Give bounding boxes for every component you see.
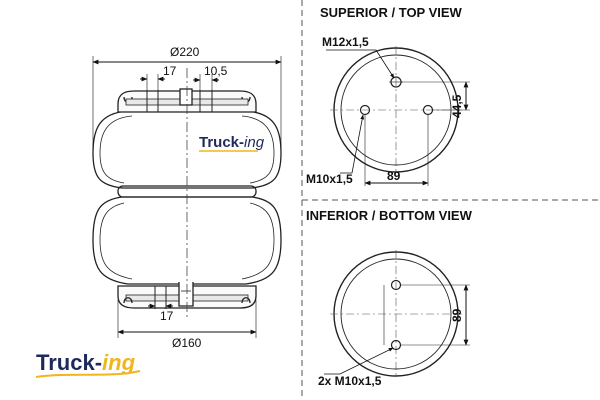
bottom-thread-label: 2x M10x1,5 bbox=[318, 374, 382, 388]
dia-top-label: Ø220 bbox=[170, 45, 200, 59]
dimension-17-bottom: 17 bbox=[148, 303, 174, 323]
lower-bellow bbox=[92, 196, 282, 285]
air-spring-side-view bbox=[92, 88, 282, 309]
top-view-title: SUPERIOR / TOP VIEW bbox=[320, 5, 463, 20]
svg-text:Truck-ing: Truck-ing bbox=[199, 134, 265, 151]
dim-10-5-label: 10,5 bbox=[204, 64, 228, 78]
thread-side-label: M10x1,5 bbox=[306, 172, 353, 186]
m10-hole-right bbox=[422, 104, 434, 116]
dim-17-bottom-label: 17 bbox=[160, 309, 174, 323]
bellow-logo: Truck-ing bbox=[199, 134, 265, 152]
dia-bottom-label: Ø160 bbox=[172, 336, 202, 350]
m12-leader: M12x1,5 bbox=[322, 35, 395, 79]
top-view-drawing bbox=[330, 46, 470, 186]
m10-top-leader: M10x1,5 bbox=[306, 114, 365, 186]
svg-text:Truck-ing: Truck-ing bbox=[36, 350, 136, 375]
bottom-spacing-label: 89 bbox=[450, 308, 464, 322]
dimension-10-5: 10,5 bbox=[193, 64, 228, 90]
bottom-view-drawing bbox=[330, 250, 470, 378]
bottom-view-title: INFERIOR / BOTTOM VIEW bbox=[306, 208, 473, 223]
dim-17-top-label: 17 bbox=[163, 64, 177, 78]
dimension-160: Ø160 bbox=[117, 300, 257, 350]
upper-bellow bbox=[92, 110, 282, 189]
dimension-17-top: 17 bbox=[140, 64, 177, 90]
brand-logo: Truck-ing bbox=[35, 350, 141, 378]
top-dimension-89: 89 bbox=[364, 169, 429, 186]
bottom-hole-bottom bbox=[390, 339, 402, 351]
m10-bottom-leader: 2x M10x1,5 bbox=[318, 347, 394, 388]
top-spacing-label: 89 bbox=[387, 169, 401, 183]
m10-hole-left bbox=[359, 104, 371, 116]
offset-label: 44,5 bbox=[450, 94, 464, 118]
top-dimension-44-5: 44,5 bbox=[450, 81, 469, 118]
dimension-220: Ø220 bbox=[92, 45, 282, 150]
thread-center-label: M12x1,5 bbox=[322, 35, 369, 49]
bottom-hole-top bbox=[390, 279, 402, 291]
bottom-dimension-89: 89 bbox=[450, 284, 469, 346]
